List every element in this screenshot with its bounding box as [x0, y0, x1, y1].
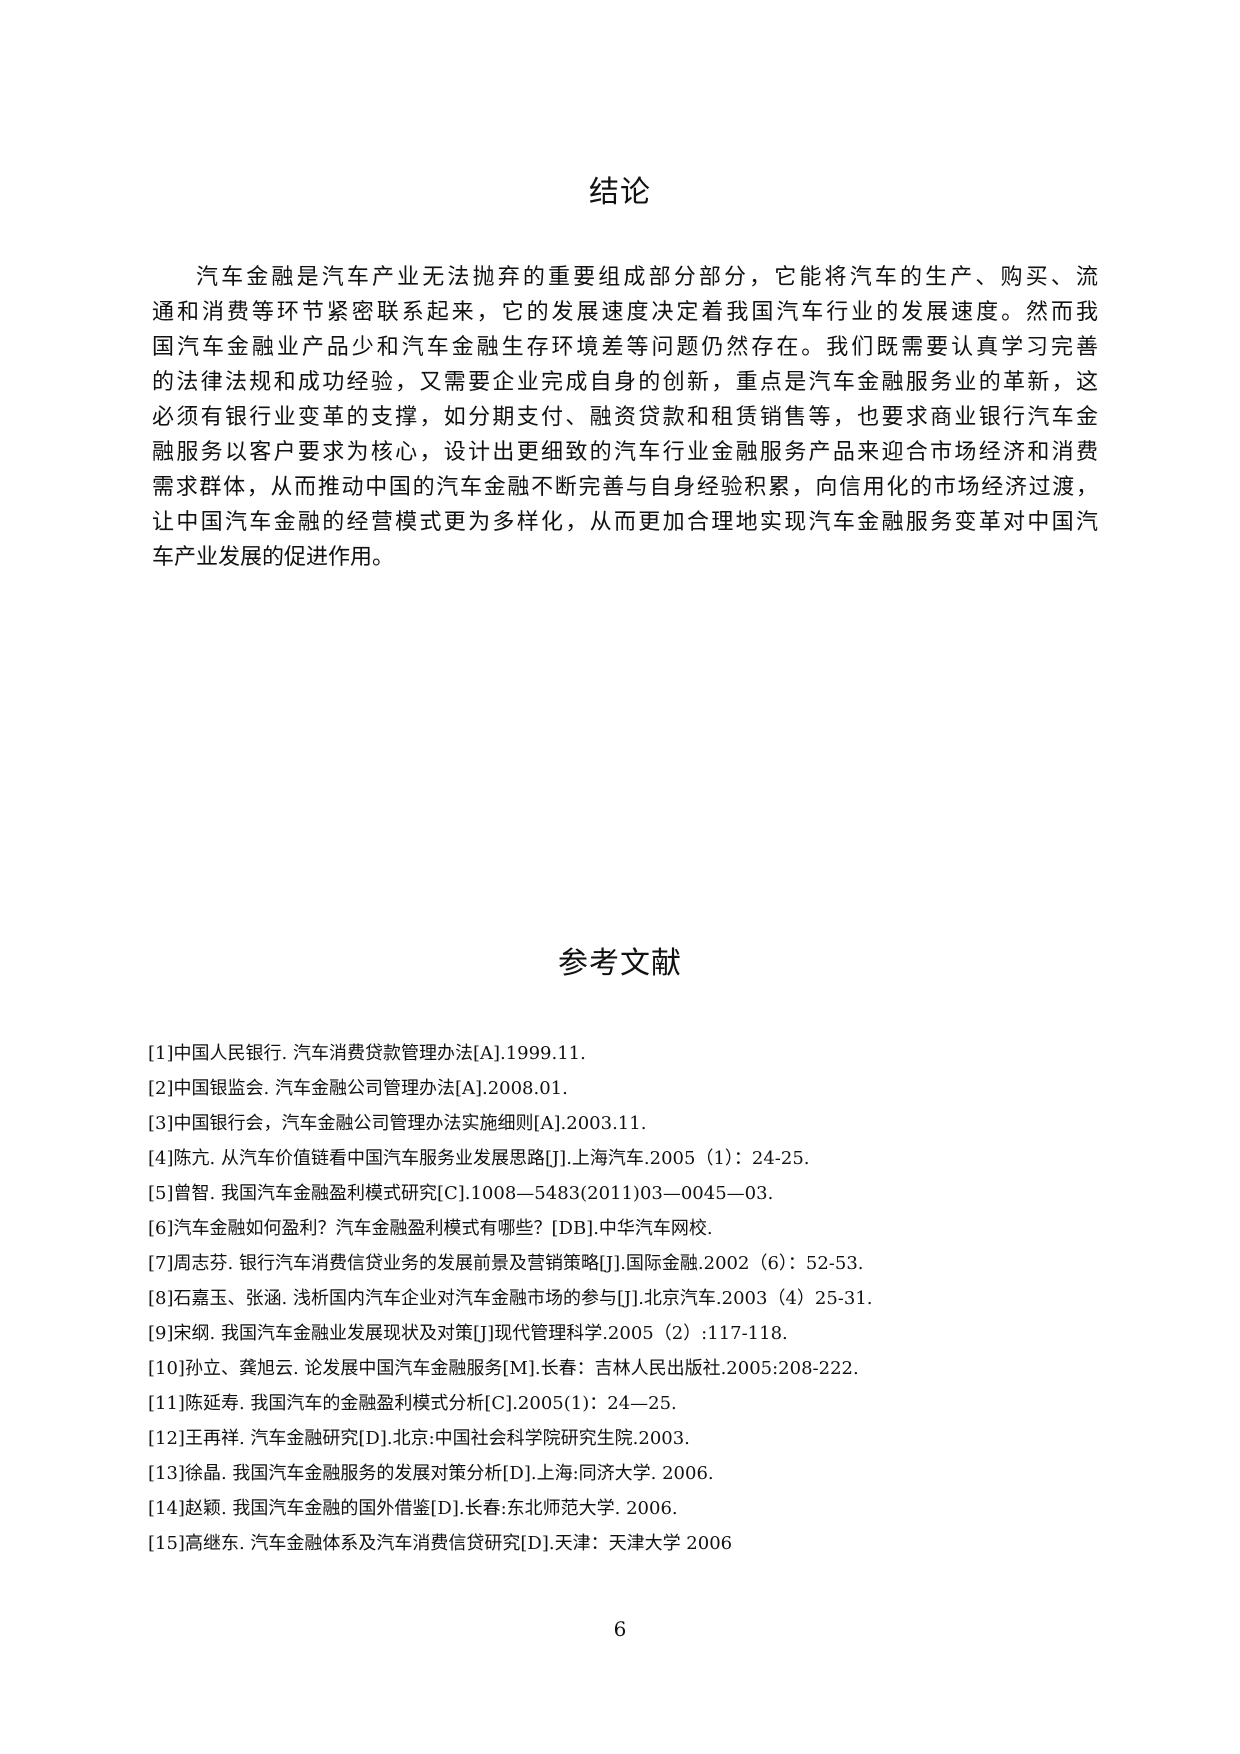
- paragraph-line: 汽车金融是汽车产业无法抛弃的重要组成部分部分，它能将汽车的生产、购买、流: [196, 265, 1098, 290]
- paragraph-line: 必须有银行业变革的支撑，如分期支付、融资贷款和租赁销售等，也要求商业银行汽车金: [152, 405, 1098, 430]
- reference-item: [11]陈延寿. 我国汽车的金融盈利模式分析[C].2005(1)：24—25.: [148, 1393, 677, 1414]
- paragraph-line: 需求群体，从而推动中国的汽车金融不断完善与自身经验积累，向信用化的市场经济过渡，: [152, 475, 1098, 500]
- reference-item: [13]徐晶. 我国汽车金融服务的发展对策分析[D].上海:同济大学. 2006…: [148, 1463, 714, 1484]
- reference-item: [10]孙立、龚旭云. 论发展中国汽车金融服务[M].长春：吉林人民出版社.20…: [148, 1358, 859, 1379]
- paragraph-line: 国汽车金融业产品少和汽车金融生存环境差等问题仍然存在。我们既需要认真学习完善: [152, 335, 1098, 360]
- paragraph-line: 融服务以客户要求为核心，设计出更细致的汽车行业金融服务产品来迎合市场经济和消费: [152, 440, 1098, 465]
- reference-item: [12]王再祥. 汽车金融研究[D].北京:中国社会科学院研究生院.2003.: [148, 1428, 690, 1449]
- references-heading: 参考文献: [558, 946, 682, 981]
- paragraph-line: 车产业发展的促进作用。: [152, 545, 395, 570]
- reference-item: [3]中国银行会，汽车金融公司管理办法实施细则[A].2003.11.: [148, 1113, 647, 1134]
- reference-item: [9]宋纲. 我国汽车金融业发展现状及对策[J]现代管理科学.2005（2）:1…: [148, 1323, 788, 1344]
- conclusion-paragraph: 汽车金融是汽车产业无法抛弃的重要组成部分部分，它能将汽车的生产、购买、流 通和消…: [152, 260, 1098, 575]
- reference-item: [4]陈亢. 从汽车价值链看中国汽车服务业发展思路[J].上海汽车.2005（1…: [148, 1148, 810, 1169]
- paragraph-line: 让中国汽车金融的经营模式更为多样化，从而更加合理地实现汽车金融服务变革对中国汽: [152, 510, 1098, 535]
- reference-item: [1]中国人民银行. 汽车消费贷款管理办法[A].1999.11.: [148, 1043, 586, 1064]
- conclusion-heading: 结论: [589, 175, 651, 210]
- reference-item: [14]赵颖. 我国汽车金融的国外借鉴[D].长春:东北师范大学. 2006.: [148, 1498, 678, 1519]
- reference-item: [7]周志芬. 银行汽车消费信贷业务的发展前景及营销策略[J].国际金融.200…: [148, 1253, 864, 1274]
- reference-list: [1]中国人民银行. 汽车消费贷款管理办法[A].1999.11. [2]中国银…: [148, 1036, 1108, 1561]
- page-number: 6: [613, 1617, 627, 1641]
- paragraph-line: 的法律法规和成功经验，又需要企业完成自身的创新，重点是汽车金融服务业的革新，这: [152, 370, 1098, 395]
- reference-item: [15]高继东. 汽车金融体系及汽车消费信贷研究[D].天津：天津大学 2006: [148, 1533, 733, 1554]
- reference-item: [6]汽车金融如何盈利？汽车金融盈利模式有哪些？[DB].中华汽车网校.: [148, 1218, 713, 1239]
- paragraph-line: 通和消费等环节紧密联系起来，它的发展速度决定着我国汽车行业的发展速度。然而我: [152, 300, 1098, 325]
- reference-item: [8]石嘉玉、张涵. 浅析国内汽车企业对汽车金融市场的参与[J].北京汽车.20…: [148, 1288, 873, 1309]
- reference-item: [2]中国银监会. 汽车金融公司管理办法[A].2008.01.: [148, 1078, 568, 1099]
- reference-item: [5]曾智. 我国汽车金融盈利模式研究[C].1008—5483(2011)03…: [148, 1183, 774, 1204]
